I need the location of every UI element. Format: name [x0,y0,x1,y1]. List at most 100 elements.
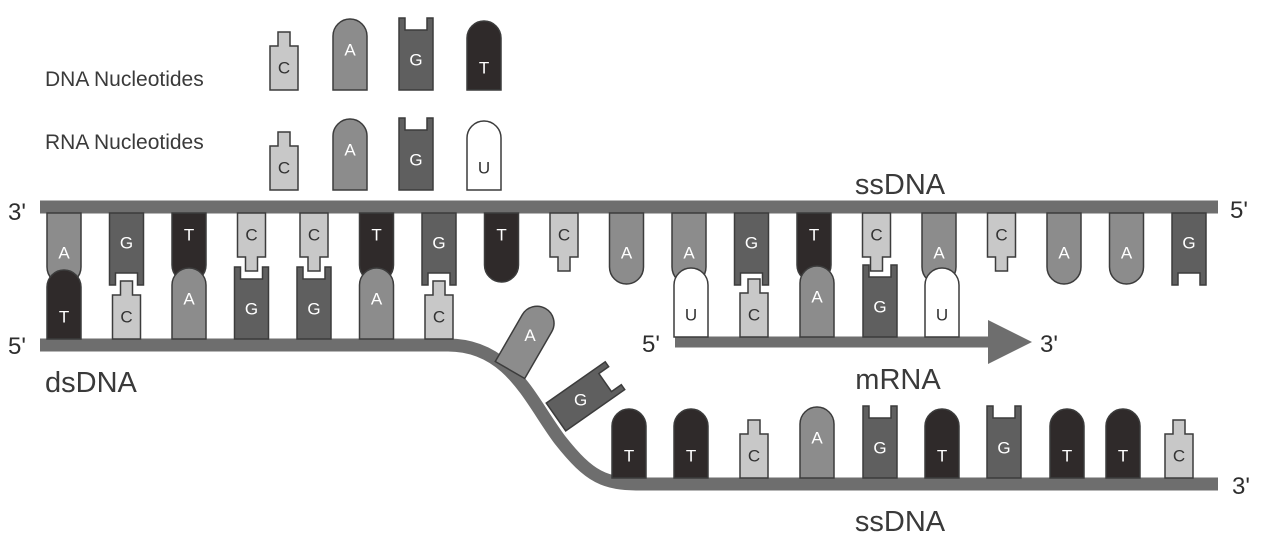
template-nucleotide-1: G [108,212,145,286]
lower-coding-nucleotide-3-letter: A [811,429,823,448]
legend-rna-a-letter: A [344,141,356,160]
mrna-arrowhead [988,320,1032,364]
template-nucleotide-16-letter: A [1058,244,1070,263]
top-right-end-label: 5' [1230,197,1248,224]
legend-dna-g: G [398,17,434,91]
peeling-nucleotide-1-letter: G [574,390,587,409]
lower-coding-nucleotide-1-shape [673,408,709,479]
template-nucleotide-14-letter: A [933,244,945,263]
template-nucleotide-13: C [861,212,892,272]
template-nucleotide-13-letter: C [870,226,882,245]
legend-dna-a: A [332,18,368,91]
template-nucleotide-1-shape [108,212,145,286]
rna-nucleotides-label: RNA Nucleotides [45,131,204,154]
template-nucleotide-3-shape [236,212,267,272]
lower-coding-nucleotide-2-shape [739,419,769,479]
lower-coding-nucleotide-6-letter: G [997,439,1010,458]
mrna-nucleotide-3: G [862,264,898,338]
lower-coding-nucleotide-7-shape [1049,408,1085,479]
lower-coding-nucleotide-0-shape [611,408,647,479]
coding-nucleotide-0: T [46,269,82,340]
legend-rna-c-shape [269,131,299,191]
legend-rna-u-letter: U [478,159,490,178]
template-nucleotide-17-letter: A [1121,244,1133,263]
template-nucleotide-3-letter: C [245,226,257,245]
coding-nucleotide-4-letter: G [307,300,320,319]
lower-coding-nucleotide-7: T [1049,408,1085,479]
lower-coding-nucleotide-9-shape [1164,419,1194,479]
lower-coding-nucleotide-3-shape [799,406,835,479]
coding-nucleotide-4: G [296,266,332,340]
coding-nucleotide-6-shape [424,280,454,340]
peeling-nucleotide-0-shape [494,305,555,380]
mrna-nucleotide-4-letter: U [936,306,948,325]
dsdna-label: dsDNA [45,367,138,399]
legend-dna-g-shape [398,17,434,91]
legend-dna-g-letter: G [409,51,422,70]
top-left-end-label: 3' [8,199,26,226]
template-nucleotide-8: C [549,212,579,272]
legend-dna-t-shape [466,20,502,91]
mrna-nucleotide-3-shape [862,264,898,338]
mrna-nucleotide-4: U [924,267,960,338]
coding-nucleotide-3-letter: G [245,300,258,319]
lower-coding-nucleotide-8: T [1105,408,1141,479]
template-nucleotide-0-letter: A [58,244,70,263]
mrna-nucleotide-1-letter: C [748,306,760,325]
template-nucleotide-9: A [608,212,645,285]
template-nucleotide-8-letter: C [558,226,570,245]
lower-coding-nucleotide-6: G [986,405,1022,479]
legend-dna-a-shape [332,18,368,91]
template-nucleotide-4-letter: C [308,226,320,245]
backbones [40,200,1218,491]
coding-nucleotide-3: G [233,266,270,340]
template-nucleotide-9-shape [608,212,645,285]
legend-dna-t-letter: T [479,59,489,78]
legend-dna-t: T [466,20,502,91]
legend-rna-g-shape [398,117,434,191]
lower-coding-nucleotide-6-shape [986,405,1022,479]
template-nucleotide-15-letter: C [995,226,1007,245]
template-nucleotide-12-letter: T [809,226,819,245]
template-nucleotide-8-shape [549,212,579,272]
coding-nucleotide-5-letter: A [371,290,383,309]
coding-nucleotide-3-shape [233,266,270,340]
peeling-nucleotide-0-letter: A [524,326,536,345]
lower-coding-nucleotide-5-letter: T [937,447,947,466]
mrna-nucleotide-2-shape [799,265,835,338]
lower-coding-nucleotide-7-letter: T [1062,447,1072,466]
template-nucleotide-3: C [236,212,267,272]
mrna-right-end-label: 3' [1040,331,1058,358]
legend-dna-c: C [269,31,299,91]
legend-rna-g: G [398,117,434,191]
lower-coding-nucleotide-8-shape [1105,408,1141,479]
coding-nucleotide-1-letter: C [120,308,132,327]
mrna-nucleotide-4-shape [924,267,960,338]
dna-nucleotides-label: DNA Nucleotides [45,68,204,91]
peeling-nucleotide-0: A [494,305,555,380]
peeling-nucleotide-1: G [545,360,626,432]
lower-coding-nucleotide-2: C [739,419,769,479]
coding-nucleotide-6: C [424,280,454,340]
legend-rna-c-letter: C [278,159,290,178]
mrna-left-end-label: 5' [642,331,660,358]
lower-coding-nucleotide-2-letter: C [748,447,760,466]
bottom-right-end-label: 3' [1232,473,1250,500]
coding-nucleotide-2-shape [171,267,207,340]
lower-coding-nucleotide-4: G [862,405,898,479]
template-nucleotide-7-shape [483,212,520,283]
template-nucleotide-16-shape [1046,212,1082,285]
template-nucleotide-18-shape [1171,212,1207,286]
legend-rna-c: C [269,131,299,191]
template-nucleotide-6: G [421,212,457,286]
template-nucleotide-17-shape [1108,212,1145,285]
coding-nucleotide-2: A [171,267,207,340]
template-nucleotide-4: C [299,212,329,272]
mrna-nucleotide-1-shape [739,278,769,338]
mrna-nucleotide-3-letter: G [873,298,886,317]
coding-nucleotide-4-shape [296,266,332,340]
bottom-ssdna-label: ssDNA [855,506,946,538]
template-nucleotide-6-letter: G [432,234,445,253]
